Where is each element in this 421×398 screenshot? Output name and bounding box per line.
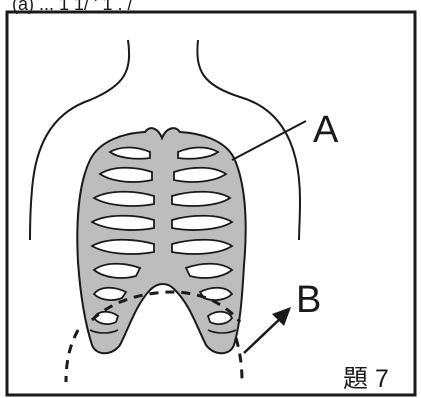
right-lower-dashed-line xyxy=(236,338,242,382)
rib-cage xyxy=(77,128,245,353)
rib-gap-left-7 xyxy=(94,288,126,300)
rib-gap-right-8 xyxy=(208,312,232,324)
label-b-arrow-line xyxy=(244,316,283,353)
figure-caption: 題 7 xyxy=(343,365,389,393)
label-b: B xyxy=(296,279,321,321)
left-lower-dashed-line xyxy=(66,330,78,382)
label-a: A xyxy=(313,109,339,151)
